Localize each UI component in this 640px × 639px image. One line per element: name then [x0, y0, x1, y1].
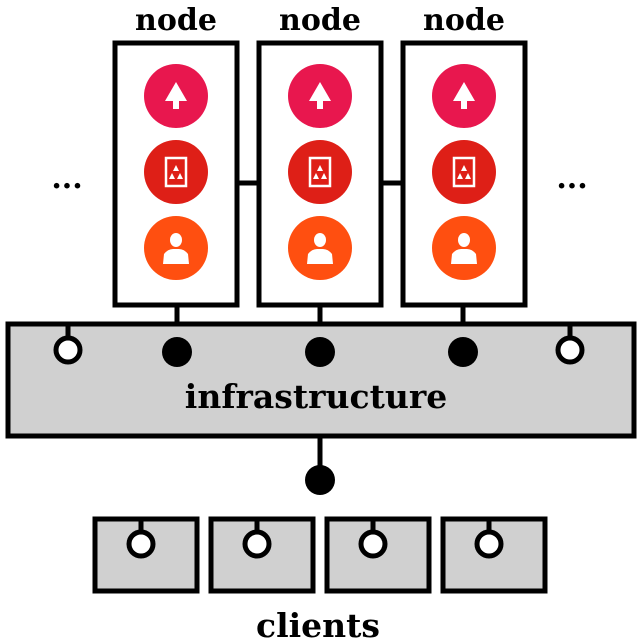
client-box-1: [92, 516, 200, 594]
node-2-connector: [305, 337, 335, 367]
person-icon: [451, 233, 477, 264]
client-box-2: [208, 516, 316, 594]
infrastructure-port-right: [555, 324, 585, 365]
node-column-1: node: [112, 3, 240, 308]
node-label: node: [423, 3, 505, 38]
clients-connector: [305, 465, 335, 495]
client-port: [126, 529, 156, 559]
tree-icon: [309, 82, 331, 109]
service-circle: [288, 216, 352, 280]
service-circle: [432, 140, 496, 204]
client-box-3: [324, 516, 432, 594]
infrastructure-port-left: [53, 324, 83, 365]
node-column-3: node: [400, 3, 528, 308]
card-icon: [164, 156, 188, 188]
card-icon: [452, 156, 476, 188]
node-3-connector: [448, 337, 478, 367]
node-label: node: [279, 3, 361, 38]
client-port: [358, 529, 388, 559]
ellipsis-left: ...: [51, 161, 82, 196]
person-icon: [163, 233, 189, 264]
client-port: [242, 529, 272, 559]
tree-icon: [165, 82, 187, 109]
person-icon: [307, 233, 333, 264]
service-circle: [288, 140, 352, 204]
client-port: [474, 529, 504, 559]
clients-label: clients: [256, 606, 380, 639]
tree-icon: [453, 82, 475, 109]
infrastructure-label: infrastructure: [185, 377, 447, 416]
node-1-connector: [162, 337, 192, 367]
node-label: node: [135, 3, 217, 38]
card-icon: [308, 156, 332, 188]
service-circle: [144, 216, 208, 280]
service-circle: [144, 140, 208, 204]
service-circle: [432, 216, 496, 280]
node-column-2: node: [256, 3, 384, 308]
ellipsis-right: ...: [556, 161, 587, 196]
client-box-4: [440, 516, 548, 594]
